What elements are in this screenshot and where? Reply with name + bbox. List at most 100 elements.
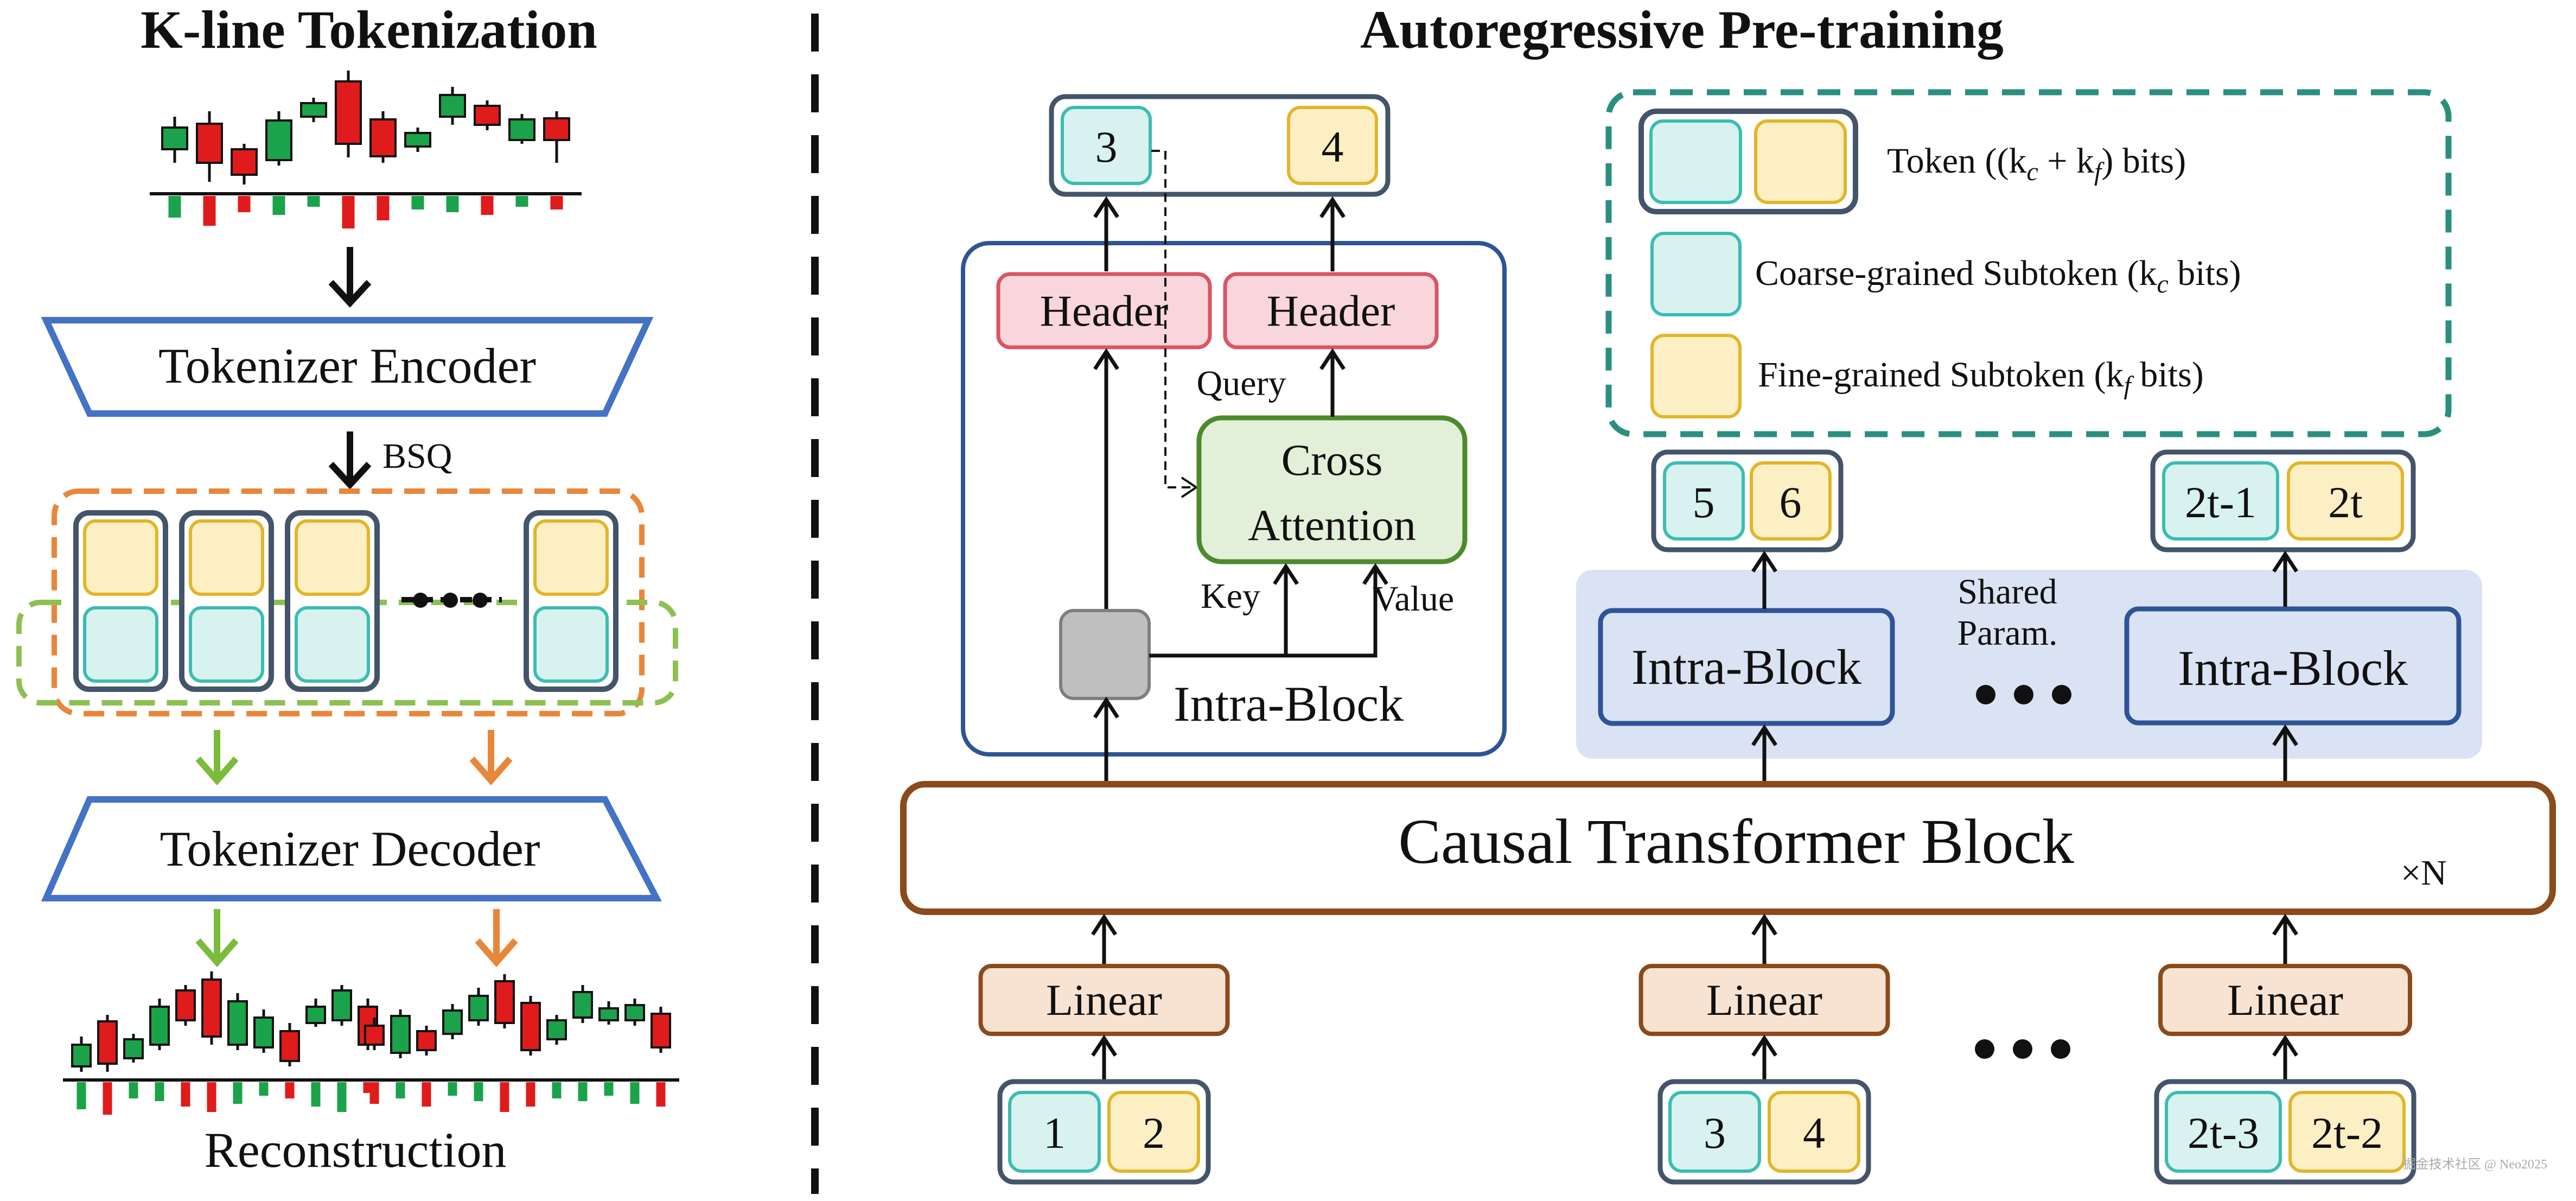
arrowhead	[1751, 913, 1777, 936]
arrow-fine-to-output	[475, 909, 518, 968]
intra-block-1	[1598, 608, 1895, 726]
arrowhead	[1091, 1034, 1117, 1057]
input-coarse-subtoken	[1668, 1091, 1761, 1173]
volume-bar	[630, 1082, 640, 1104]
volume-bar	[448, 1082, 457, 1096]
input-token-coarse-label: 3	[1704, 1108, 1726, 1158]
intra-block-2	[2124, 606, 2462, 726]
volume-bar	[272, 196, 285, 215]
intra-block-node	[1059, 609, 1151, 700]
linear-label: Linear	[1706, 975, 1822, 1025]
arrowhead	[2272, 1034, 2298, 1057]
candle-body	[390, 1015, 411, 1054]
fine-subtoken	[189, 519, 264, 596]
input-fine-subtoken	[1107, 1091, 1200, 1173]
header-box-1	[996, 272, 1212, 350]
input-kline-chart	[150, 71, 582, 228]
candle-body	[508, 118, 535, 141]
watermark: 掘金技术社区 @ Neo2025	[2403, 1157, 2547, 1172]
volume-bar	[307, 196, 320, 207]
arrow-transformer-to-intra2	[2272, 724, 2298, 783]
input-ellipsis	[1975, 1039, 2070, 1059]
volume-bar	[285, 1082, 295, 1098]
causal-transformer-block	[900, 781, 2556, 915]
top-token-coarse: 3	[1095, 122, 1118, 171]
arrowhead	[2272, 913, 2298, 936]
volume-bar	[481, 196, 494, 215]
intra-block-1-label: Intra-Block	[1631, 639, 1861, 695]
volume-bar	[76, 1082, 86, 1109]
arrow-header2-to-token	[1319, 196, 1346, 271]
arrow-fine-to-decoder	[469, 730, 513, 786]
candle-body	[416, 1030, 437, 1051]
candle-body	[300, 102, 327, 118]
volume-bar	[155, 1082, 164, 1101]
volume-bar	[656, 1082, 666, 1107]
decoder-label: Tokenizer Decoder	[160, 821, 540, 876]
candle-body	[369, 118, 397, 157]
arrowhead	[1091, 913, 1117, 936]
legend-fine-text: Fine-grained Subtoken (kf bits)	[1758, 355, 2204, 400]
candle-body	[71, 1044, 92, 1067]
linear-label: Linear	[1046, 975, 1162, 1025]
top-token-pair	[1049, 94, 1391, 197]
candle-body	[651, 1013, 671, 1049]
coarse-subtoken	[533, 606, 609, 683]
arrowhead	[1751, 1034, 1777, 1057]
legend-token-text: Token ((kc + kf) bits)	[1887, 141, 2186, 186]
arrow-coarse-to-decoder	[195, 730, 239, 786]
output-token-pair-2	[2150, 449, 2416, 552]
header-box-2	[1223, 272, 1439, 350]
token-column	[179, 510, 274, 692]
linear-box	[978, 964, 1230, 1036]
volume-bar	[411, 196, 424, 209]
token-column	[524, 510, 619, 692]
input-token-coarse-label: 1	[1043, 1108, 1066, 1158]
legend-coarse-text: Coarse-grained Subtoken (kc bits)	[1755, 253, 2241, 298]
right-panel-title: Autoregressive Pre-training	[1360, 0, 2004, 60]
volume-bar	[238, 196, 251, 212]
fine-subtoken	[295, 519, 370, 596]
candle-body	[123, 1038, 144, 1059]
volume-bar	[342, 196, 355, 228]
cross-attention-box	[1196, 415, 1468, 564]
volume-bar	[207, 1082, 216, 1112]
volume-bar	[578, 1082, 588, 1101]
volume-bar	[203, 196, 216, 226]
candle-body	[175, 989, 196, 1021]
arrow-intra1-to-output	[1751, 550, 1777, 609]
candle-body	[265, 119, 292, 161]
volume-bar	[259, 1082, 269, 1096]
top-token-fine: 4	[1322, 122, 1344, 171]
volume-bar	[396, 1082, 405, 1098]
coarse-subtoken	[189, 606, 264, 683]
linear-box	[1638, 964, 1890, 1036]
key-label: Key	[1201, 576, 1260, 616]
candle-body	[227, 1000, 248, 1046]
query-label: Query	[1197, 364, 1286, 403]
candle-body	[543, 117, 570, 141]
input-coarse-subtoken	[1008, 1091, 1101, 1173]
volume-bar	[474, 1082, 483, 1101]
ellipsis-dots	[401, 593, 502, 608]
linear-box	[2158, 964, 2412, 1036]
volume-bar	[311, 1082, 321, 1107]
recon-candles-1	[63, 971, 386, 1115]
intra-block-detail-label: Intra-Block	[1174, 676, 1404, 732]
arrow-transformer-to-intra1	[1751, 724, 1777, 783]
volume-bar	[181, 1082, 190, 1107]
input-fine-subtoken	[1768, 1091, 1860, 1173]
candle-body	[572, 991, 593, 1019]
header-label-1: Header	[1040, 286, 1169, 335]
candle-body	[279, 1030, 300, 1062]
token-column	[73, 510, 168, 692]
arrow-to-encoder	[328, 247, 372, 308]
volume-bar	[552, 1082, 562, 1098]
token-sequence	[73, 510, 619, 692]
input-token-fine-label: 4	[1803, 1108, 1825, 1158]
volume-bar	[377, 196, 390, 220]
volume-bar	[233, 1082, 243, 1104]
candle-body	[494, 980, 515, 1024]
bsq-label: BSQ	[382, 436, 452, 476]
